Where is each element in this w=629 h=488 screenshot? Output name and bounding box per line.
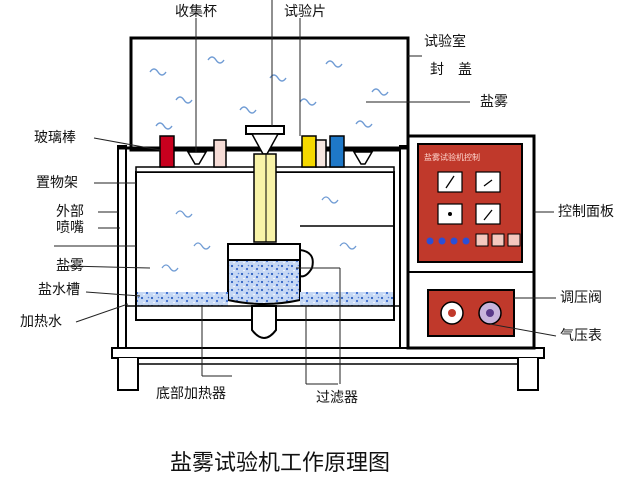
brine-tank <box>137 292 228 306</box>
label-nozzle: 喷嘴 <box>56 220 84 236</box>
test-piece-pale <box>315 139 327 168</box>
control-panel <box>417 143 523 263</box>
collector-cup-left <box>186 151 208 165</box>
test-piece-pink <box>213 139 227 168</box>
label-brine-tank: 盐水槽 <box>38 282 80 298</box>
control-button-1[interactable] <box>426 237 434 245</box>
nozzle-tower <box>253 153 277 243</box>
stand-left-leg <box>117 358 139 391</box>
outer-wall-left <box>117 145 127 349</box>
diagram-caption: 盐雾试验机工作原理图 <box>170 451 390 476</box>
label-collector-cup: 收集杯 <box>175 3 217 20</box>
control-button-2[interactable] <box>438 237 446 245</box>
label-salt-fog-left: 盐雾 <box>56 258 84 274</box>
display-2 <box>475 171 501 193</box>
switch-1[interactable] <box>475 233 489 247</box>
stand-right-leg <box>517 358 539 391</box>
label-rack: 置物架 <box>36 175 78 191</box>
label-cover: 封 盖 <box>430 62 472 78</box>
test-piece-blue <box>329 135 345 168</box>
label-salt-fog-top: 盐雾 <box>480 94 508 110</box>
collector-cup-right <box>352 151 374 165</box>
label-pressure-valve: 调压阀 <box>560 290 602 306</box>
test-piece-yellow <box>301 135 317 168</box>
machine-base <box>111 347 545 359</box>
label-test-piece: 试验片 <box>284 4 326 20</box>
fog-wisps-inner <box>161 196 357 272</box>
label-filter: 过滤器 <box>316 390 358 406</box>
label-heating-water: 加热水 <box>20 314 62 330</box>
test-piece-red <box>159 135 175 168</box>
control-buttons <box>426 233 521 247</box>
switch-3[interactable] <box>507 233 521 247</box>
label-outer: 外部 <box>56 204 84 220</box>
label-glass-rod: 玻璃棒 <box>34 129 76 146</box>
fog-wisps-top <box>149 56 389 130</box>
leader-lines <box>54 0 557 385</box>
label-test-chamber: 试验室 <box>424 33 466 50</box>
label-pressure-gauge: 气压表 <box>560 328 602 344</box>
control-button-3[interactable] <box>450 237 458 245</box>
label-control-panel: 控制面板 <box>558 204 614 220</box>
funnel-top <box>245 125 285 135</box>
panel-title: 盐雾试验机控制 <box>424 152 480 162</box>
nozzle-spout <box>251 305 277 339</box>
label-bottom-heater: 底部加热器 <box>156 386 226 402</box>
control-button-4[interactable] <box>462 237 470 245</box>
brine-tank-right <box>300 292 393 306</box>
switch-2[interactable] <box>491 233 505 247</box>
